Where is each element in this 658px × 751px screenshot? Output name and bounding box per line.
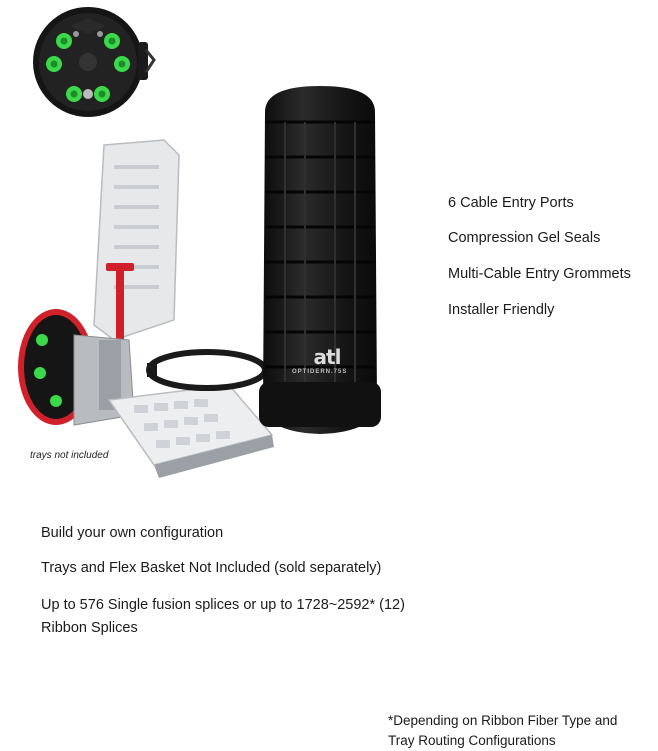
footnote-line-2: Tray Routing Configurations [388,733,556,748]
open-closure-with-trays [18,139,274,478]
spec-build-config: Build your own configuration [41,525,224,541]
clamp-ring [146,349,268,391]
model-label: OPTIDERN.75S [292,369,348,375]
image-caption: trays not included [30,450,109,461]
entry-port-icon [46,33,130,102]
spec-splice-capacity: Up to 576 Single fusion splices or up to… [41,597,405,613]
closure-dome [259,86,381,434]
feature-gel-seals: Compression Gel Seals [448,230,601,246]
footnote: *Depending on Ribbon Fiber Type and Tray… [388,711,656,751]
feature-installer-friendly: Installer Friendly [448,302,555,318]
footnote-line-1: *Depending on Ribbon Fiber Type and [388,713,618,728]
spec-trays-not-included: Trays and Flex Basket Not Included (sold… [41,560,382,576]
brand-logo: atl [313,345,342,369]
feature-entry-ports: 6 Cable Entry Ports [448,195,574,211]
feature-grommets: Multi-Cable Entry Grommets [448,266,631,282]
closure-base-end-view [33,7,156,117]
spec-ribbon-splices: Ribbon Splices [41,620,138,636]
